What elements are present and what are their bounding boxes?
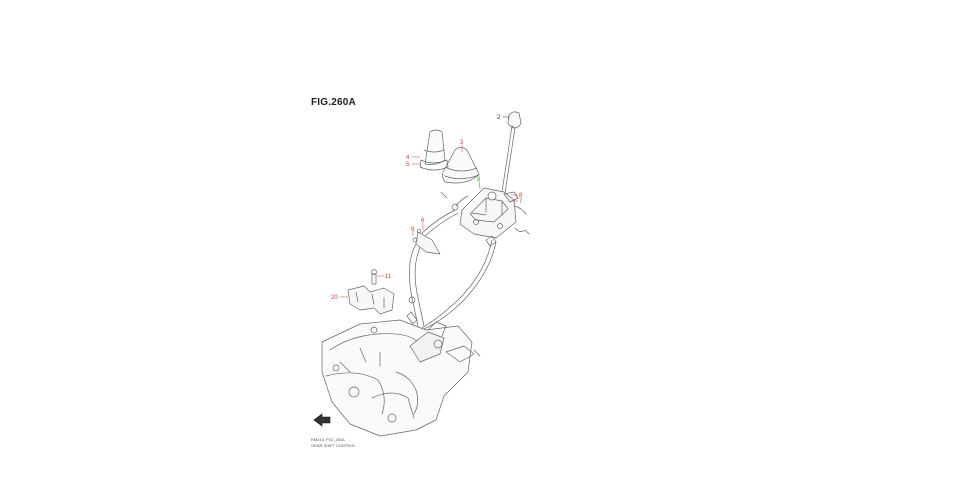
callout-2: 2	[497, 115, 501, 121]
front-direction-arrow-icon	[313, 413, 331, 427]
shift-lever	[501, 111, 522, 194]
transmission-bracket	[347, 269, 395, 315]
figure-title: FIG.260A	[311, 97, 356, 108]
callout-9: 9	[411, 227, 415, 233]
callout-11: 11	[385, 274, 392, 280]
callout-20: 20	[331, 295, 338, 301]
figure-code: RM413_P22_260A	[311, 437, 345, 442]
callout-6: 6	[421, 218, 425, 224]
figure-caption: GEAR SHIFT CONTROL	[311, 443, 356, 448]
transmission-case	[321, 319, 481, 437]
cable-bracket	[412, 228, 441, 255]
shifter-housing	[451, 187, 527, 247]
callout-7: 7	[519, 199, 523, 205]
callout-8: 8	[519, 193, 523, 199]
shift-cover	[419, 129, 449, 171]
callout-5: 5	[406, 162, 410, 168]
callout-4: 4	[406, 155, 410, 161]
shift-boot	[441, 147, 480, 184]
callout-8-green: 8	[477, 177, 481, 183]
callout-3: 3	[460, 140, 464, 146]
